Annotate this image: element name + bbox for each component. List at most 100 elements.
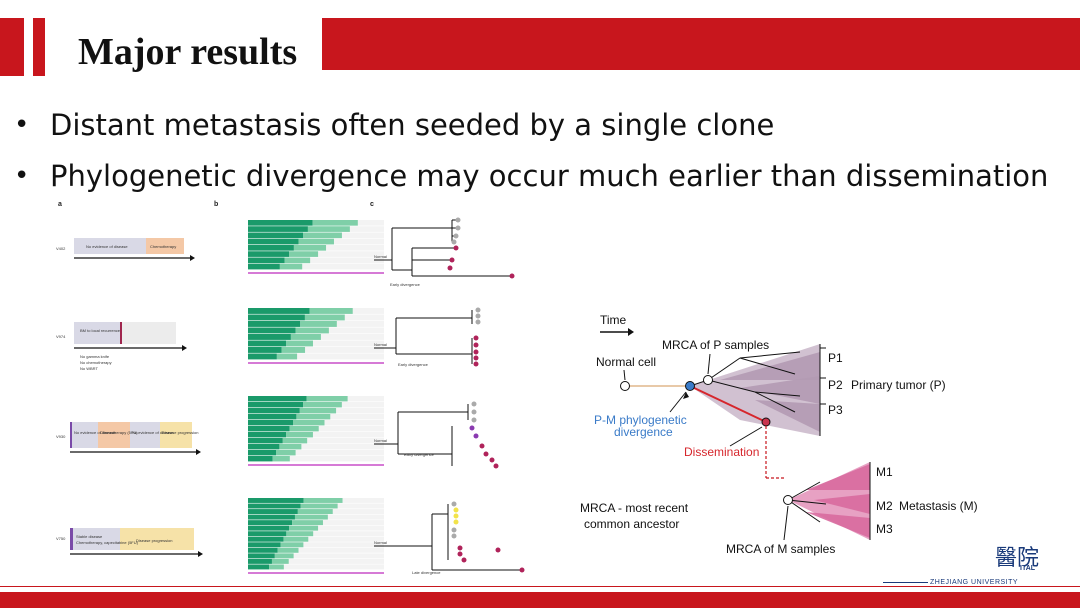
dissemination-label: Dissemination	[684, 445, 759, 459]
heatmap-cell	[286, 531, 314, 537]
heatmap-cell	[300, 503, 338, 509]
heatmap-row	[248, 536, 384, 542]
bullet-list: • Distant metastasis often seeded by a s…	[14, 100, 1074, 202]
heatmap-axis-bar	[248, 362, 384, 364]
phase-label: No evidence of disease	[86, 244, 128, 249]
heatmap-axis-bar	[248, 272, 384, 274]
heatmap-row	[248, 542, 384, 548]
phase-bar	[146, 238, 184, 254]
heatmap-row	[248, 257, 384, 264]
heatmap-cell	[248, 542, 281, 548]
tree-v974: Normal Early divergence	[374, 307, 481, 367]
phase-label: Disease progression	[136, 538, 172, 543]
heatmap-row	[248, 558, 384, 564]
heatmap-cell	[248, 514, 295, 520]
tree-v750: Normal Late divergence	[374, 501, 525, 575]
phase-label: No evidence of disease	[132, 430, 174, 435]
tree-root-label: Normal	[374, 540, 387, 545]
phase-bar	[120, 322, 176, 344]
heatmap-cell	[248, 308, 310, 314]
timeline-v974: V974 BM to local recurrence No gamma kni…	[56, 322, 187, 371]
p3-label: P3	[828, 403, 843, 417]
footer-line	[0, 586, 1080, 587]
paper-figure: a b c V402 No evidence of disease Chemot…	[56, 201, 525, 575]
normal-cell-node	[620, 381, 630, 391]
heatmap-cell	[248, 564, 270, 570]
heatmap-cell	[248, 520, 293, 526]
patient-label: V402	[56, 246, 66, 251]
heatmap-cell	[293, 420, 325, 426]
tree-root-label: Normal	[374, 438, 387, 443]
mrca-m-label: MRCA of M samples	[726, 542, 835, 556]
phase-label: Stable disease	[76, 534, 103, 539]
p1-label: P1	[828, 351, 843, 365]
patient-label: V974	[56, 334, 66, 339]
heatmap-cell	[274, 553, 294, 559]
heatmap-row	[248, 531, 384, 537]
timeline-v750: V750 Stable disease Chemotherapy, capeci…	[56, 528, 203, 557]
heatmap-cell	[248, 353, 277, 360]
heatmap-cell	[293, 245, 327, 251]
header-accent-bar-left-thin	[33, 18, 45, 76]
heatmap-cell	[248, 426, 290, 432]
phase-bar	[74, 238, 146, 254]
heatmap-cell	[276, 353, 298, 360]
bullet-text: Distant metastasis often seeded by a sin…	[50, 108, 775, 142]
timeline-note: No WBRT	[80, 366, 98, 371]
mrca-m-node	[783, 495, 793, 505]
heatmap-row	[248, 263, 384, 270]
heatmap-cell	[289, 426, 319, 432]
heatmap-axis-bar	[248, 572, 384, 574]
mrca-definition: common ancestor	[584, 517, 679, 531]
panel-label-a: a	[58, 201, 62, 208]
heatmap-row	[248, 553, 384, 559]
slide-title: Major results	[78, 31, 298, 73]
heatmap-cell	[303, 498, 343, 503]
timeline-note: No gamma knife	[80, 354, 110, 359]
patient-label: V930	[56, 434, 66, 439]
tree-divergence-label: Early divergence	[404, 452, 435, 457]
phase-bar	[74, 322, 120, 344]
heatmap-cell	[248, 257, 285, 264]
heatmap-cell	[299, 408, 337, 414]
timeline-v402: V402 No evidence of disease Chemotherapy	[56, 238, 195, 261]
heatmap-row	[248, 547, 384, 553]
timeline-note: No chemotherapy	[80, 360, 112, 365]
heatmap-cell	[248, 558, 272, 564]
heatmap-cell	[248, 450, 276, 456]
heatmap-cell	[248, 531, 287, 537]
heatmap-cell	[248, 509, 298, 515]
heatmap-cell	[272, 456, 290, 462]
pm-divergence-label: P-M phylogenetic	[594, 413, 687, 427]
phase-bar	[130, 422, 160, 448]
phase-label: Chemotherapy	[150, 244, 176, 249]
heatmap-cell	[248, 396, 307, 402]
metastasis-label: Metastasis (M)	[899, 499, 978, 513]
heatmap-cell	[248, 498, 304, 503]
divergence-node	[685, 381, 695, 391]
panel-label-c: c	[370, 201, 374, 208]
heatmap-row	[248, 432, 384, 438]
heatmap-cell	[248, 347, 282, 353]
heatmap-cell	[248, 238, 299, 245]
evolution-diagram: Time MRCA of P samples Normal cell P-M p…	[580, 313, 978, 556]
heatmap-cell	[295, 327, 329, 334]
heatmap-cell	[286, 432, 313, 438]
heatmap-axis-bar	[248, 464, 384, 466]
phase-bar	[120, 528, 194, 550]
heatmap-cell	[248, 402, 304, 408]
heatmap-cell	[248, 226, 308, 232]
tree-root-label: Normal	[374, 342, 387, 347]
heatmap-cell	[307, 226, 350, 232]
hospital-logo-sub: ITAL	[1020, 565, 1036, 572]
phase-label: No evidence of disease	[74, 430, 116, 435]
heatmap-cell	[248, 547, 278, 553]
bullet-dot-icon: •	[14, 161, 30, 191]
heatmap-cell	[248, 420, 293, 426]
heatmap-cell	[248, 414, 297, 420]
heatmap-cell	[248, 444, 280, 450]
heatmap-cell	[296, 414, 331, 420]
heatmap-cell	[248, 321, 301, 327]
heatmap-cell	[248, 327, 296, 334]
header-accent-bar-left	[0, 18, 24, 76]
